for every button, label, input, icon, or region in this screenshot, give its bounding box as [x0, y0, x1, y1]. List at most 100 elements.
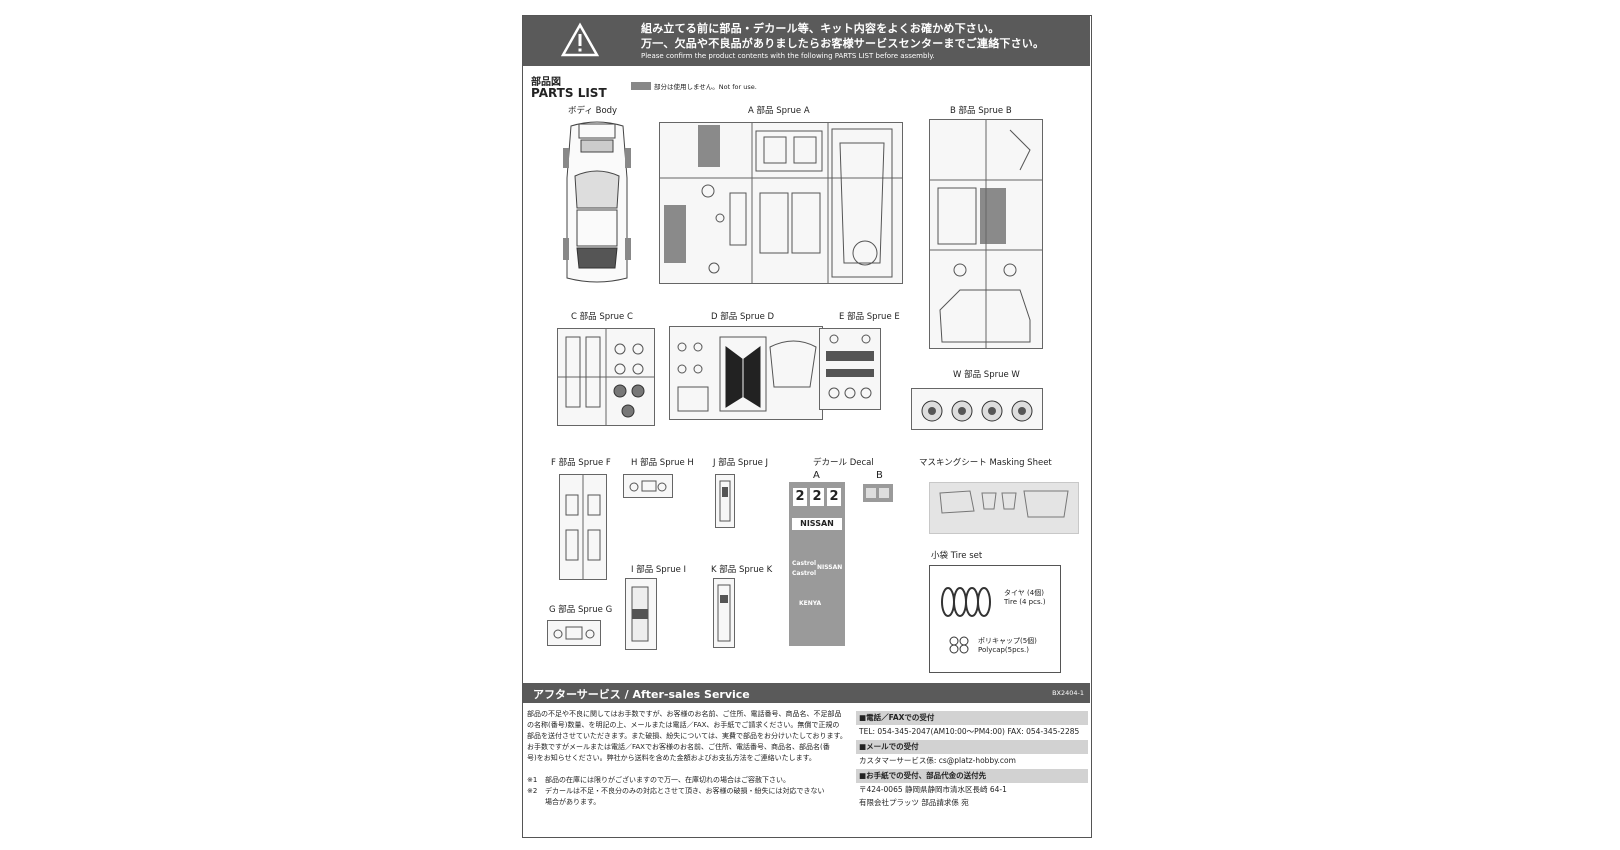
car-body-illustration [563, 121, 631, 283]
decal-number-2: 2 [827, 488, 841, 506]
note-mark [527, 797, 541, 808]
label-sprue-b: B 部品 Sprue B [950, 106, 1012, 116]
sprue-k-parts [717, 584, 731, 642]
body-line: 部品の不足や不良に関してはお手数ですが、お客様のお名前、ご住所、電話番号、商品名… [527, 710, 842, 718]
label-sprue-i: I 部品 Sprue I [631, 565, 687, 575]
after-sales-banner: アフターサービス / After-sales Service BX2404-1 [523, 683, 1090, 703]
polycap-label-en: Polycap(5pcs.) [978, 646, 1030, 654]
not-for-use-note: 部分は使用しません。Not for use. [654, 83, 757, 91]
label-tire-set: 小袋 Tire set [931, 551, 983, 561]
sprue-j-parts [719, 480, 731, 522]
body-line: の名称(番号)数量、を明記の上、メールまたは電話／FAX、お手紙でご請求ください… [527, 721, 840, 729]
body-line: お手数ですがメールまたは電話／FAXでお客様のお名前、ご住所、電話番号、商品名、… [527, 743, 830, 751]
label-decal-b: B [876, 470, 883, 481]
sprue-a-frame [659, 122, 903, 284]
note-text: デカールは不足・不良分のみの対応とさせて頂き、お客様の破損・紛失には対応できない [545, 787, 825, 795]
not-for-use-swatch [631, 82, 651, 90]
sprue-a-parts [660, 123, 902, 283]
product-code: BX2404-1 [1052, 689, 1084, 697]
address-line-2: 有限会社プラッツ 部品請求係 宛 [859, 798, 969, 807]
sprue-j-frame [715, 474, 735, 528]
sprue-c-parts [558, 329, 654, 425]
sprue-a-unused-part [698, 125, 720, 167]
parts-list-title-jp: 部品図 [531, 77, 561, 88]
warning-triangle-icon [561, 22, 599, 57]
note-text: 部品の在庫には限りがございますので万一、在庫切れの場合はご容赦下さい。 [545, 776, 790, 784]
decal-castrol-logo: Castrol [792, 570, 817, 577]
body-line: 部品を送付させていただきます。また破損、紛失については、実費で部品をお分けいたし… [527, 732, 847, 740]
label-sprue-g: G 部品 Sprue G [549, 605, 613, 615]
decal-sheet-b [863, 484, 893, 502]
sprue-e-frame [819, 328, 881, 410]
sprue-b-parts [930, 120, 1042, 348]
note-mark: ※1 [527, 776, 538, 784]
label-masking-sheet: マスキングシート Masking Sheet [919, 458, 1052, 468]
letter-heading: ■お手紙での受付、部品代金の送付先 [856, 769, 1088, 783]
decal-nissan-small: NISSAN [817, 564, 843, 571]
decal-b-item [866, 488, 876, 498]
contact-info: ■電話／FAXでの受付 TEL: 054-345-2047(AM10:00〜PM… [856, 709, 1088, 809]
sprue-i-parts [631, 586, 649, 642]
label-sprue-f: F 部品 Sprue F [551, 458, 611, 468]
note-text: 場合があります。 [545, 798, 601, 806]
sprue-b-frame [929, 119, 1043, 349]
sprue-h-parts [629, 480, 667, 492]
decal-nissan-logo: NISSAN [792, 518, 842, 530]
address-line-1: 〒424-0065 静岡県静岡市清水区長崎 64-1 [859, 785, 1007, 794]
sprue-k-frame [713, 578, 735, 648]
label-sprue-c: C 部品 Sprue C [571, 312, 633, 322]
label-sprue-w: W 部品 Sprue W [953, 370, 1020, 380]
decal-sheet-a: 2 2 2 NISSAN Castrol Castrol NISSAN KENY… [789, 482, 845, 646]
sprue-a-unused-part [664, 205, 686, 263]
after-sales-title: アフターサービス / After-sales Service [533, 688, 750, 701]
polycap-label-jp: ポリキャップ(5個) [978, 637, 1037, 645]
decal-number-2: 2 [810, 488, 824, 506]
label-sprue-a: A 部品 Sprue A [748, 106, 810, 116]
tire-label-jp: タイヤ (4個) [1004, 589, 1044, 597]
label-sprue-j: J 部品 Sprue J [713, 458, 769, 468]
body-line: 号)をお知らせください。弊社から送料を含めた金額およびお支払方法をご連絡いたしま… [527, 754, 816, 762]
instruction-sheet: 組み立てる前に部品・デカール等、キット内容をよくお確かめ下さい。 万一、欠品や不… [522, 15, 1092, 838]
sprue-d-parts [677, 336, 817, 412]
tire-set-bag: タイヤ (4個) Tire (4 pcs.) ポリキャップ(5個) Polyca… [929, 565, 1061, 673]
warning-line-2: 万一、欠品や不良品がありましたらお客様サービスセンターまでご連絡下さい。 [641, 37, 1045, 50]
note-row: 場合があります。 [527, 797, 849, 808]
parts-list-title-en: PARTS LIST [531, 86, 607, 100]
masking-sheet-shapes [939, 490, 1069, 518]
label-sprue-d: D 部品 Sprue D [711, 312, 775, 322]
label-decal-a: A [813, 470, 820, 481]
tire-label-en: Tire (4 pcs.) [1004, 598, 1046, 606]
sprue-w-frame [911, 388, 1043, 430]
email-heading: ■メールでの受付 [856, 740, 1088, 754]
masking-sheet [929, 482, 1079, 534]
decal-kenya-logo: KENYA [799, 600, 822, 607]
sprue-h-frame [623, 474, 673, 498]
sprue-b-unused-part [980, 188, 1006, 244]
note-row: ※2 デカールは不足・不良分のみの対応とさせて頂き、お客様の破損・紛失には対応で… [527, 786, 849, 797]
note-row: ※1 部品の在庫には限りがございますので万一、在庫切れの場合はご容赦下さい。 [527, 775, 849, 786]
sprue-i-frame [625, 578, 657, 650]
sprue-f-frame [559, 474, 607, 580]
sprue-d-frame [669, 326, 823, 420]
decal-b-item [879, 488, 889, 498]
after-sales-body: 部品の不足や不良に関してはお手数ですが、お客様のお名前、ご住所、電話番号、商品名… [527, 709, 849, 764]
polycap-icon [949, 636, 969, 654]
sprue-c-frame [557, 328, 655, 426]
label-body: ボディ Body [568, 106, 618, 116]
decal-number-2: 2 [793, 488, 807, 506]
after-sales-notes: ※1 部品の在庫には限りがございますので万一、在庫切れの場合はご容赦下さい。 ※… [527, 775, 849, 808]
label-sprue-e: E 部品 Sprue E [839, 312, 900, 322]
warning-line-3: Please confirm the product contents with… [641, 52, 935, 60]
sprue-f-parts [565, 475, 601, 579]
sprue-e-parts [826, 334, 874, 399]
email-line: カスタマーサービス係: cs@platz-hobby.com [859, 756, 1016, 765]
warning-banner: 組み立てる前に部品・デカール等、キット内容をよくお確かめ下さい。 万一、欠品や不… [523, 16, 1090, 66]
phone-fax-heading: ■電話／FAXでの受付 [856, 711, 1088, 725]
decal-castrol-logo: Castrol [792, 560, 817, 567]
sprue-g-frame [547, 620, 601, 646]
phone-fax-line: TEL: 054-345-2047(AM10:00〜PM4:00) FAX: 0… [859, 727, 1080, 736]
note-mark: ※2 [527, 787, 538, 795]
label-sprue-h: H 部品 Sprue H [631, 458, 694, 468]
label-sprue-k: K 部品 Sprue K [711, 565, 773, 575]
warning-line-1: 組み立てる前に部品・デカール等、キット内容をよくお確かめ下さい。 [641, 22, 1000, 35]
